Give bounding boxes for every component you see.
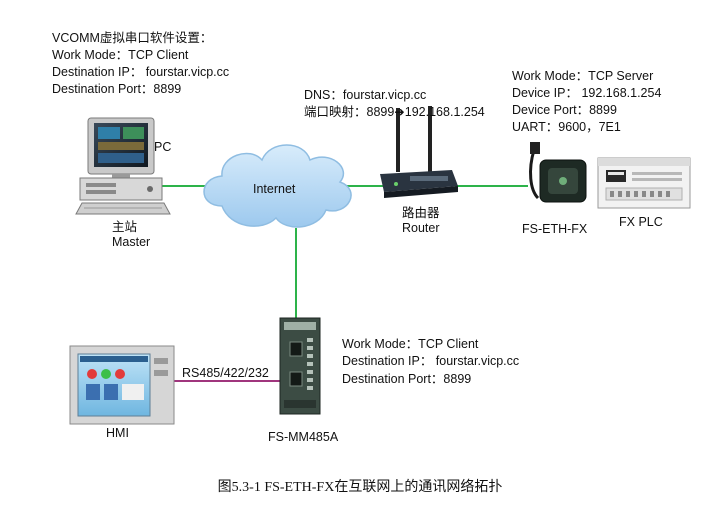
server-device-port: Device Port：8899 xyxy=(512,103,617,117)
mm485-destination-ip: Destination IP： fourstar.vicp.cc xyxy=(342,354,520,368)
serial-link-label: RS485/422/232 xyxy=(182,366,269,380)
fs-mm485a-icon xyxy=(279,317,321,415)
router-dns: DNS：fourstar.vicp.cc xyxy=(304,88,427,102)
master-en-label: Master xyxy=(112,235,151,249)
mm485-destination-port: Destination Port：8899 xyxy=(342,372,472,386)
server-uart: UART：9600，7E1 xyxy=(512,120,621,134)
router-en-label: Router xyxy=(402,221,440,235)
master-destination-port: Destination Port：8899 xyxy=(52,82,182,96)
router-icon xyxy=(380,106,458,198)
mm485-label: FS-MM485A xyxy=(268,430,339,444)
master-destination-ip: Destination IP： fourstar.vicp.cc xyxy=(52,65,230,79)
server-work-mode: Work Mode：TCP Server xyxy=(512,69,654,83)
internet-cloud-icon xyxy=(203,144,352,228)
router-port-mapping: 端口映射：8899➜192.168.1.254 xyxy=(304,105,485,119)
mm485-work-mode: Work Mode：TCP Client xyxy=(342,337,479,351)
master-config-title: VCOMM虚拟串口软件设置： xyxy=(52,31,213,45)
eth-fx-label: FS-ETH-FX xyxy=(522,222,588,236)
master-work-mode: Work Mode：TCP Client xyxy=(52,48,189,62)
pc-label: PC xyxy=(154,140,172,154)
pc-master-icon xyxy=(75,117,171,215)
fx-plc-icon xyxy=(597,157,691,209)
fs-eth-fx-icon xyxy=(529,142,587,203)
router-cn-label: 路由器 xyxy=(402,206,440,220)
server-device-ip: Device IP： 192.168.1.254 xyxy=(512,86,662,100)
master-cn-label: 主站 xyxy=(112,220,138,234)
hmi-icon xyxy=(69,345,175,425)
figure-caption: 图5.3-1 FS-ETH-FX在互联网上的通讯网络拓扑 xyxy=(217,480,503,495)
plc-label: FX PLC xyxy=(619,215,663,229)
hmi-label: HMI xyxy=(106,426,129,440)
internet-label: Internet xyxy=(253,182,296,196)
